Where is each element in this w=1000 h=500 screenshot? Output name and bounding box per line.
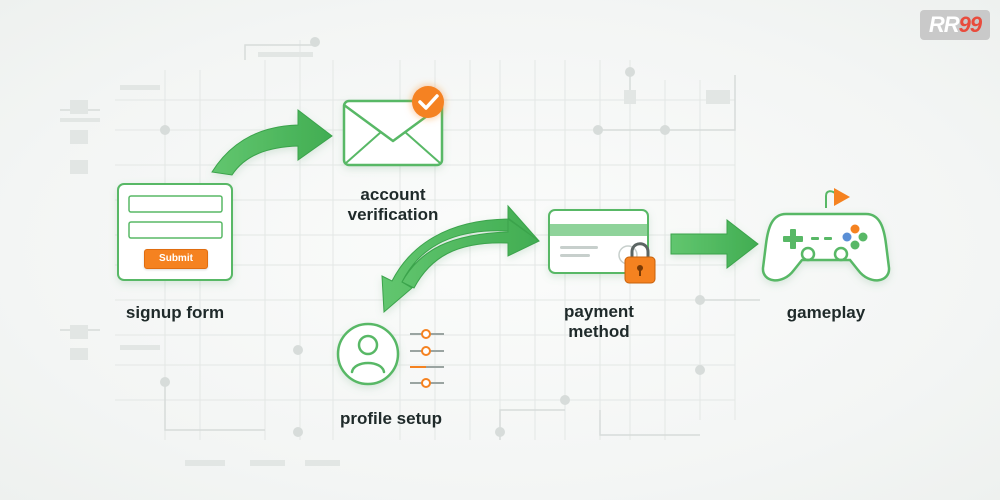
- curved-arrow-icon: [211, 108, 333, 176]
- account-verification-label: account verification: [323, 185, 463, 225]
- payment-method-label: payment method: [529, 302, 669, 342]
- credit-card-lock-icon: [548, 209, 656, 284]
- signup-form-label: signup form: [125, 303, 225, 322]
- brand-logo: RR99: [920, 10, 990, 40]
- gameplay-label: gameplay: [786, 303, 866, 322]
- lock-icon: [624, 242, 656, 284]
- submit-button[interactable]: Submit: [144, 249, 208, 269]
- straight-arrow-icon: [670, 218, 759, 270]
- settings-sliders-icon: [410, 329, 444, 388]
- profile-setup-label: profile setup: [339, 409, 442, 428]
- envelope-check-icon: [342, 86, 444, 167]
- brand-logo-text-a: RR: [928, 12, 960, 37]
- double-curved-arrow-icon: [381, 204, 540, 314]
- gamepad-icon: [761, 188, 891, 282]
- brand-logo-text-b: 99: [958, 12, 983, 37]
- user-profile-icon: [336, 322, 400, 386]
- account-verification-label-line-2: verification: [347, 205, 439, 224]
- play-icon: [834, 188, 850, 206]
- circuit-nodes: [160, 37, 705, 437]
- check-badge-icon: [412, 86, 444, 118]
- payment-method-label-line-2: method: [568, 322, 630, 341]
- decorative-blocks: [60, 52, 730, 466]
- account-verification-label-line-1: account: [360, 185, 426, 204]
- payment-method-label-line-1: payment: [564, 302, 634, 321]
